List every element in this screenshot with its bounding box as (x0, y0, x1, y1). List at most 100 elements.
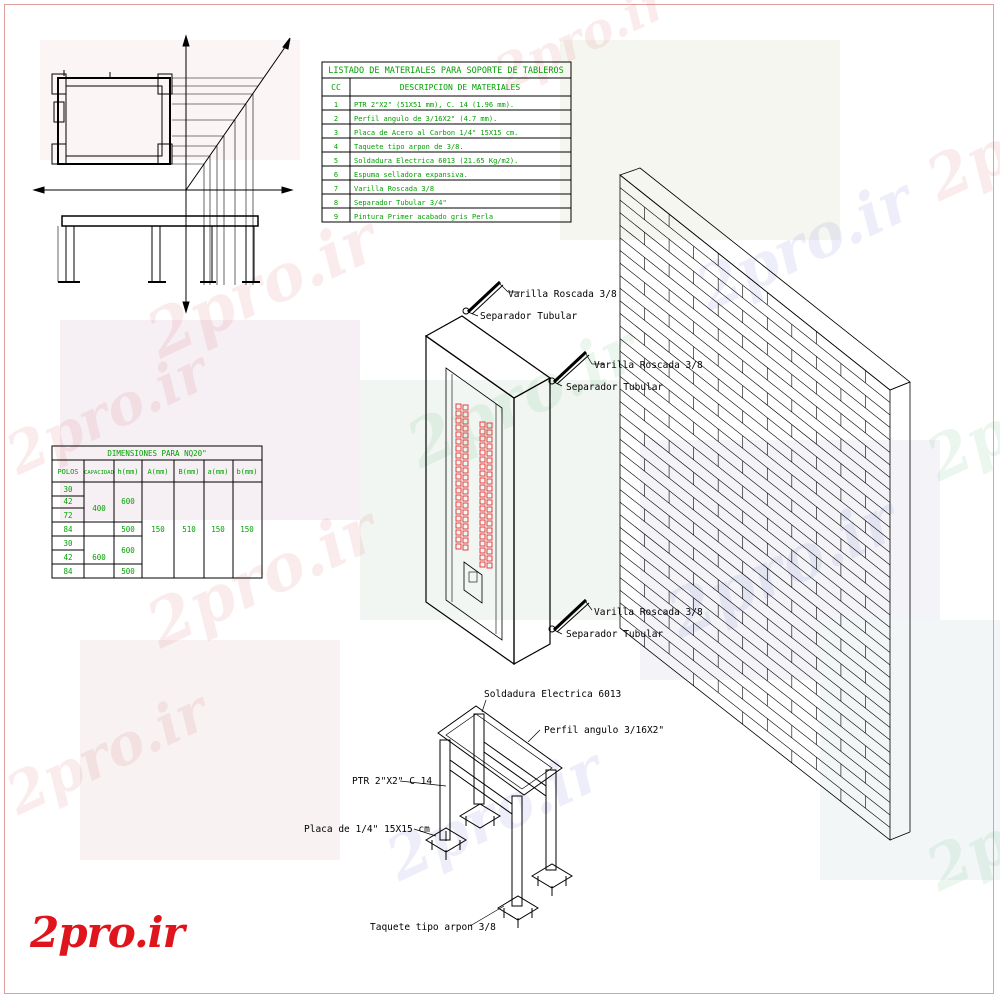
brick-course-line (619, 288, 891, 503)
support-stand (425, 705, 573, 928)
breaker (486, 492, 493, 499)
breaker (455, 473, 462, 480)
electrical-panel (424, 315, 552, 666)
threaded-rods (462, 280, 590, 633)
material-row-number: 4 (334, 143, 338, 151)
breaker (462, 439, 469, 446)
label-taquete: Taquete tipo arpon 3/8 (370, 922, 496, 933)
breaker (479, 561, 486, 568)
breaker (486, 499, 493, 506)
breaker (486, 443, 493, 450)
material-row-desc: Varilla Roscada 3/8 (354, 185, 434, 193)
dimension-polos: 30 (63, 539, 73, 548)
breaker (479, 554, 486, 561)
breaker (486, 527, 493, 534)
breaker (462, 516, 469, 523)
breaker (462, 523, 469, 530)
breaker (479, 470, 486, 477)
brick-course-line (619, 363, 891, 578)
brick-course-line (619, 464, 891, 678)
breaker (486, 429, 493, 436)
brick-course-line (619, 199, 891, 416)
dimension-header: A(mm) (147, 468, 168, 476)
breaker (455, 536, 462, 543)
breaker (455, 529, 462, 536)
dimension-h: 600 (121, 497, 135, 506)
label-soldadura: Soldadura Electrica 6013 (484, 689, 621, 700)
breaker (479, 498, 486, 505)
breaker (486, 506, 493, 513)
dimension-h: 500 (121, 525, 135, 534)
material-row-number: 8 (334, 199, 338, 207)
site-logo[interactable]: 2pro.ir (30, 908, 185, 957)
dimension-polos: 84 (63, 525, 73, 534)
dimension-h: 600 (121, 546, 135, 555)
dimension-h: 500 (121, 567, 135, 576)
breaker (486, 450, 493, 457)
breaker (462, 453, 469, 460)
dimension-header: a(mm) (207, 468, 228, 476)
brick-course-line (619, 376, 891, 591)
brick-course-line (619, 527, 891, 741)
brick-course-line (619, 275, 891, 491)
brick-course-line (619, 250, 891, 466)
dimension-value: 510 (182, 525, 196, 534)
breaker (479, 449, 486, 456)
breaker (462, 509, 469, 516)
breaker (462, 530, 469, 537)
breaker (462, 425, 469, 432)
breaker (486, 555, 493, 562)
label-separador-3: Separador Tubular (566, 629, 664, 640)
breaker (486, 436, 493, 443)
breaker (486, 520, 493, 527)
brick-course-line (619, 401, 891, 616)
breaker (479, 519, 486, 526)
dimension-polos: 42 (63, 553, 72, 562)
breaker (455, 522, 462, 529)
col-desc: DESCRIPCION DE MATERIALES (400, 83, 521, 92)
breaker (486, 471, 493, 478)
dimension-header: POLOS (57, 468, 78, 476)
brick-course-line (619, 476, 891, 691)
breaker (486, 485, 493, 492)
material-row-desc: PTR 2"X2" (51X51 mm), C. 14 (1.96 mm). (354, 101, 514, 109)
breaker (479, 526, 486, 533)
breaker (486, 562, 493, 569)
dimensions-title: DIMENSIONES PARA NQ20" (107, 449, 206, 458)
label-placa: Placa de 1/4" 15X15 cm (304, 824, 430, 835)
breaker (462, 537, 469, 544)
material-row-number: 2 (334, 115, 338, 123)
breaker (462, 488, 469, 495)
material-row-desc: Espuma selladora expansiva. (354, 171, 468, 179)
dimension-header: b(mm) (236, 468, 257, 476)
breaker (486, 548, 493, 555)
label-varilla-3: Varilla Roscada 3/8 (594, 607, 703, 618)
brick-courses (619, 187, 891, 828)
brick-course-line (619, 313, 891, 528)
breaker (455, 543, 462, 550)
label-varilla-2: Varilla Roscada 3/8 (594, 360, 703, 371)
dimension-value: 150 (151, 525, 165, 534)
breaker (455, 466, 462, 473)
breaker (455, 431, 462, 438)
dimension-polos: 84 (63, 567, 73, 576)
material-row-desc: Placa de Acero al Carbon 1/4" 15X15 cm. (354, 129, 518, 137)
breaker (486, 513, 493, 520)
dimensions-table-grid (51, 445, 263, 579)
brick-course-line (619, 237, 891, 453)
brick-course-line (619, 325, 891, 541)
breaker (455, 417, 462, 424)
breaker-rows (455, 403, 493, 569)
brick-course-line (619, 300, 891, 516)
brick-course-line (619, 539, 891, 753)
brick-course-line (619, 212, 891, 428)
col-cc: CC (331, 83, 341, 92)
breaker (479, 540, 486, 547)
brick-course-line (619, 388, 891, 603)
brick-course-line (619, 552, 891, 766)
breaker (479, 505, 486, 512)
material-row-desc: Taquete tipo arpon de 3/8. (354, 143, 464, 151)
